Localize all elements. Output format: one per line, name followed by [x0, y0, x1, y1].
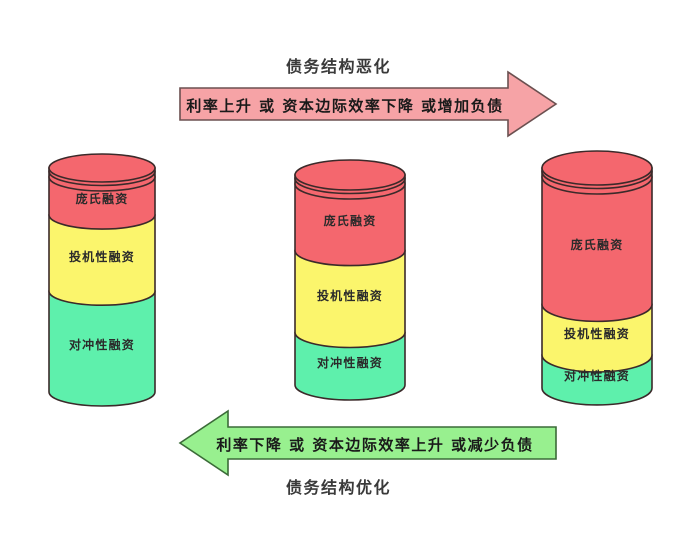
cylinder-1-label-speculative: 投机性融资 — [68, 249, 135, 264]
cylinder-3-top-cap — [541, 150, 653, 186]
cylinder-3-segment-ponzi — [541, 167, 653, 323]
bottom-arrow-shape — [178, 409, 557, 477]
cylinder-3-label-ponzi: 庞氏融资 — [570, 237, 624, 252]
cylinder-2-label-hedge: 对冲性融资 — [316, 355, 383, 370]
cylinder-2-label-speculative: 投机性融资 — [316, 288, 383, 303]
bottom-flow-title: 债务结构优化 — [285, 478, 391, 497]
top-flow-banner-text: 利率上升 或 资本边际效率下降 或增加负债 — [186, 97, 504, 115]
cylinder-1-label-hedge: 对冲性融资 — [68, 338, 135, 353]
cylinder-2-segment-hedge — [294, 331, 406, 401]
cylinder-3 — [541, 150, 653, 406]
top-arrow-shape — [179, 70, 558, 138]
cylinder-1-segment-hedge — [48, 290, 156, 407]
cylinder-2-label-ponzi: 庞氏融资 — [323, 213, 377, 228]
cylinder-3-label-speculative: 投机性融资 — [563, 327, 630, 342]
cylinder-1-label-ponzi: 庞氏融资 — [75, 191, 129, 206]
cylinder-1-segment-speculative — [48, 214, 156, 306]
cylinder-3-label-hedge: 对冲性融资 — [563, 368, 630, 383]
cylinder-group — [48, 150, 653, 407]
cylinder-2-top-cap — [294, 159, 406, 191]
cylinder-2-segment-speculative — [294, 249, 406, 349]
top-flow-arrow — [179, 70, 558, 138]
cylinder-3-segment-speculative — [541, 303, 653, 373]
top-flow-title: 债务结构恶化 — [285, 57, 391, 76]
cylinder-1-top-cap — [48, 153, 156, 183]
bottom-flow-banner-text: 利率下降 或 资本边际效率上升 或减少负债 — [216, 436, 534, 454]
bottom-flow-arrow — [178, 409, 557, 477]
cylinder-2 — [294, 159, 406, 401]
cylinder-1 — [48, 153, 156, 407]
